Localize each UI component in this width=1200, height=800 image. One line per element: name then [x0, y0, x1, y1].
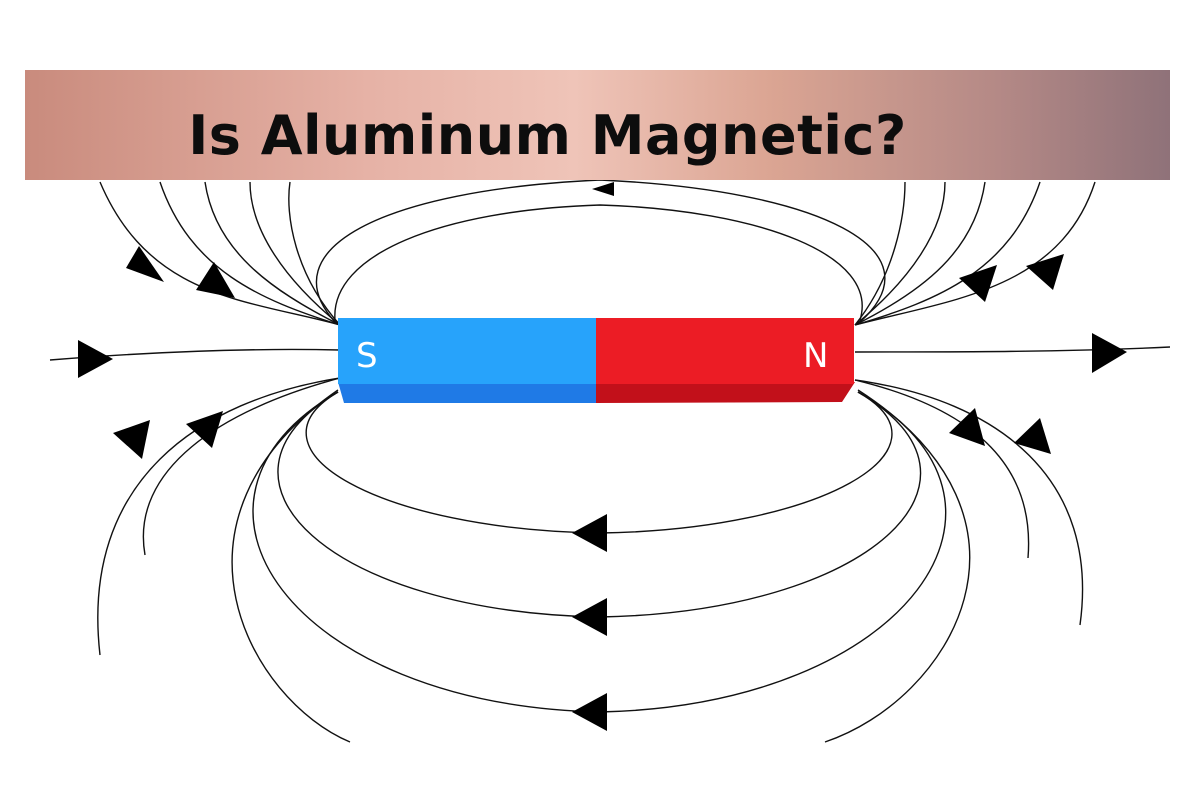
field-line-right-up-3 [854, 181, 986, 326]
arrow-icon [1026, 254, 1064, 290]
magnet-north-pole [596, 318, 854, 384]
field-line-left-up-3 [204, 181, 341, 326]
field-line-top-outer [315, 179, 886, 323]
arrow-icon [78, 340, 113, 378]
field-line-bottom-5 [824, 389, 971, 743]
north-pole-label: N [803, 336, 828, 376]
magnet-bottom-edge-south [338, 382, 596, 403]
field-arrows [78, 182, 1127, 731]
arrow-icon [126, 246, 164, 282]
field-line-left-up-5 [288, 181, 341, 326]
field-line-left-low-1 [97, 377, 341, 656]
arrow-icon [1092, 333, 1127, 373]
arrow-icon [572, 693, 607, 731]
title-banner: Is Aluminum Magnetic? [25, 70, 1170, 180]
field-line-right-up-4 [854, 181, 946, 326]
field-line-bottom-4 [231, 389, 351, 743]
arrow-icon [949, 408, 985, 446]
magnet-south-pole [338, 318, 596, 384]
field-line-right-up-1 [854, 181, 1096, 326]
field-line-left-up-2 [159, 181, 341, 326]
field-line-right-up-5 [854, 181, 906, 326]
page-title: Is Aluminum Magnetic? [188, 103, 907, 167]
arrow-icon [196, 262, 235, 298]
arrow-icon [113, 420, 150, 459]
arrow-icon [959, 265, 997, 302]
field-lines [49, 179, 1171, 743]
arrow-icon [592, 182, 614, 196]
field-line-left-up-4 [249, 181, 341, 326]
arrow-icon [186, 411, 223, 448]
field-line-top-inner [334, 204, 863, 321]
field-line-right-horizontal [854, 346, 1171, 353]
field-line-right-low-2 [854, 379, 1030, 559]
arrow-icon [572, 514, 607, 552]
south-pole-label: S [356, 336, 378, 376]
magnet-bottom-edge-north [596, 382, 855, 403]
arrow-icon [572, 598, 607, 636]
field-line-left-low-2 [142, 377, 341, 556]
bar-magnet: S N [338, 318, 855, 403]
field-line-right-low-1 [854, 379, 1084, 626]
arrow-icon [1014, 418, 1051, 454]
